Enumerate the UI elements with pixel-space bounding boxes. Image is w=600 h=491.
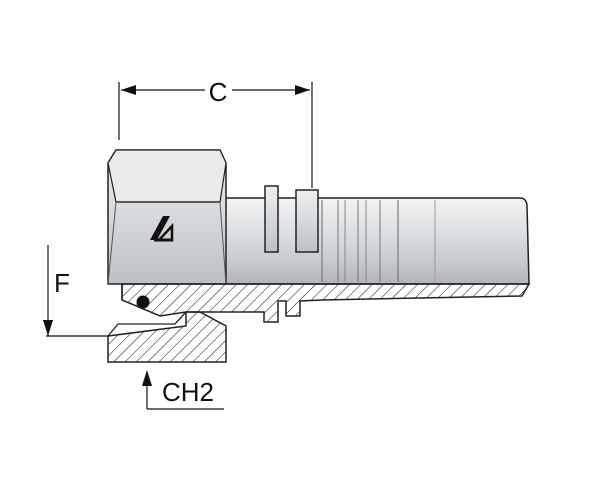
dimension-c-label: C — [209, 77, 228, 107]
dimension-ch2-label: CH2 — [162, 377, 214, 407]
dimension-ch2: CH2 — [142, 370, 224, 410]
fitting-exterior — [107, 149, 530, 285]
dimension-f: F — [43, 245, 108, 337]
fitting-section — [107, 283, 531, 363]
manufacturer-logo-icon — [150, 216, 174, 242]
dimension-c: C — [118, 77, 313, 188]
dimension-f-label: F — [54, 268, 70, 298]
